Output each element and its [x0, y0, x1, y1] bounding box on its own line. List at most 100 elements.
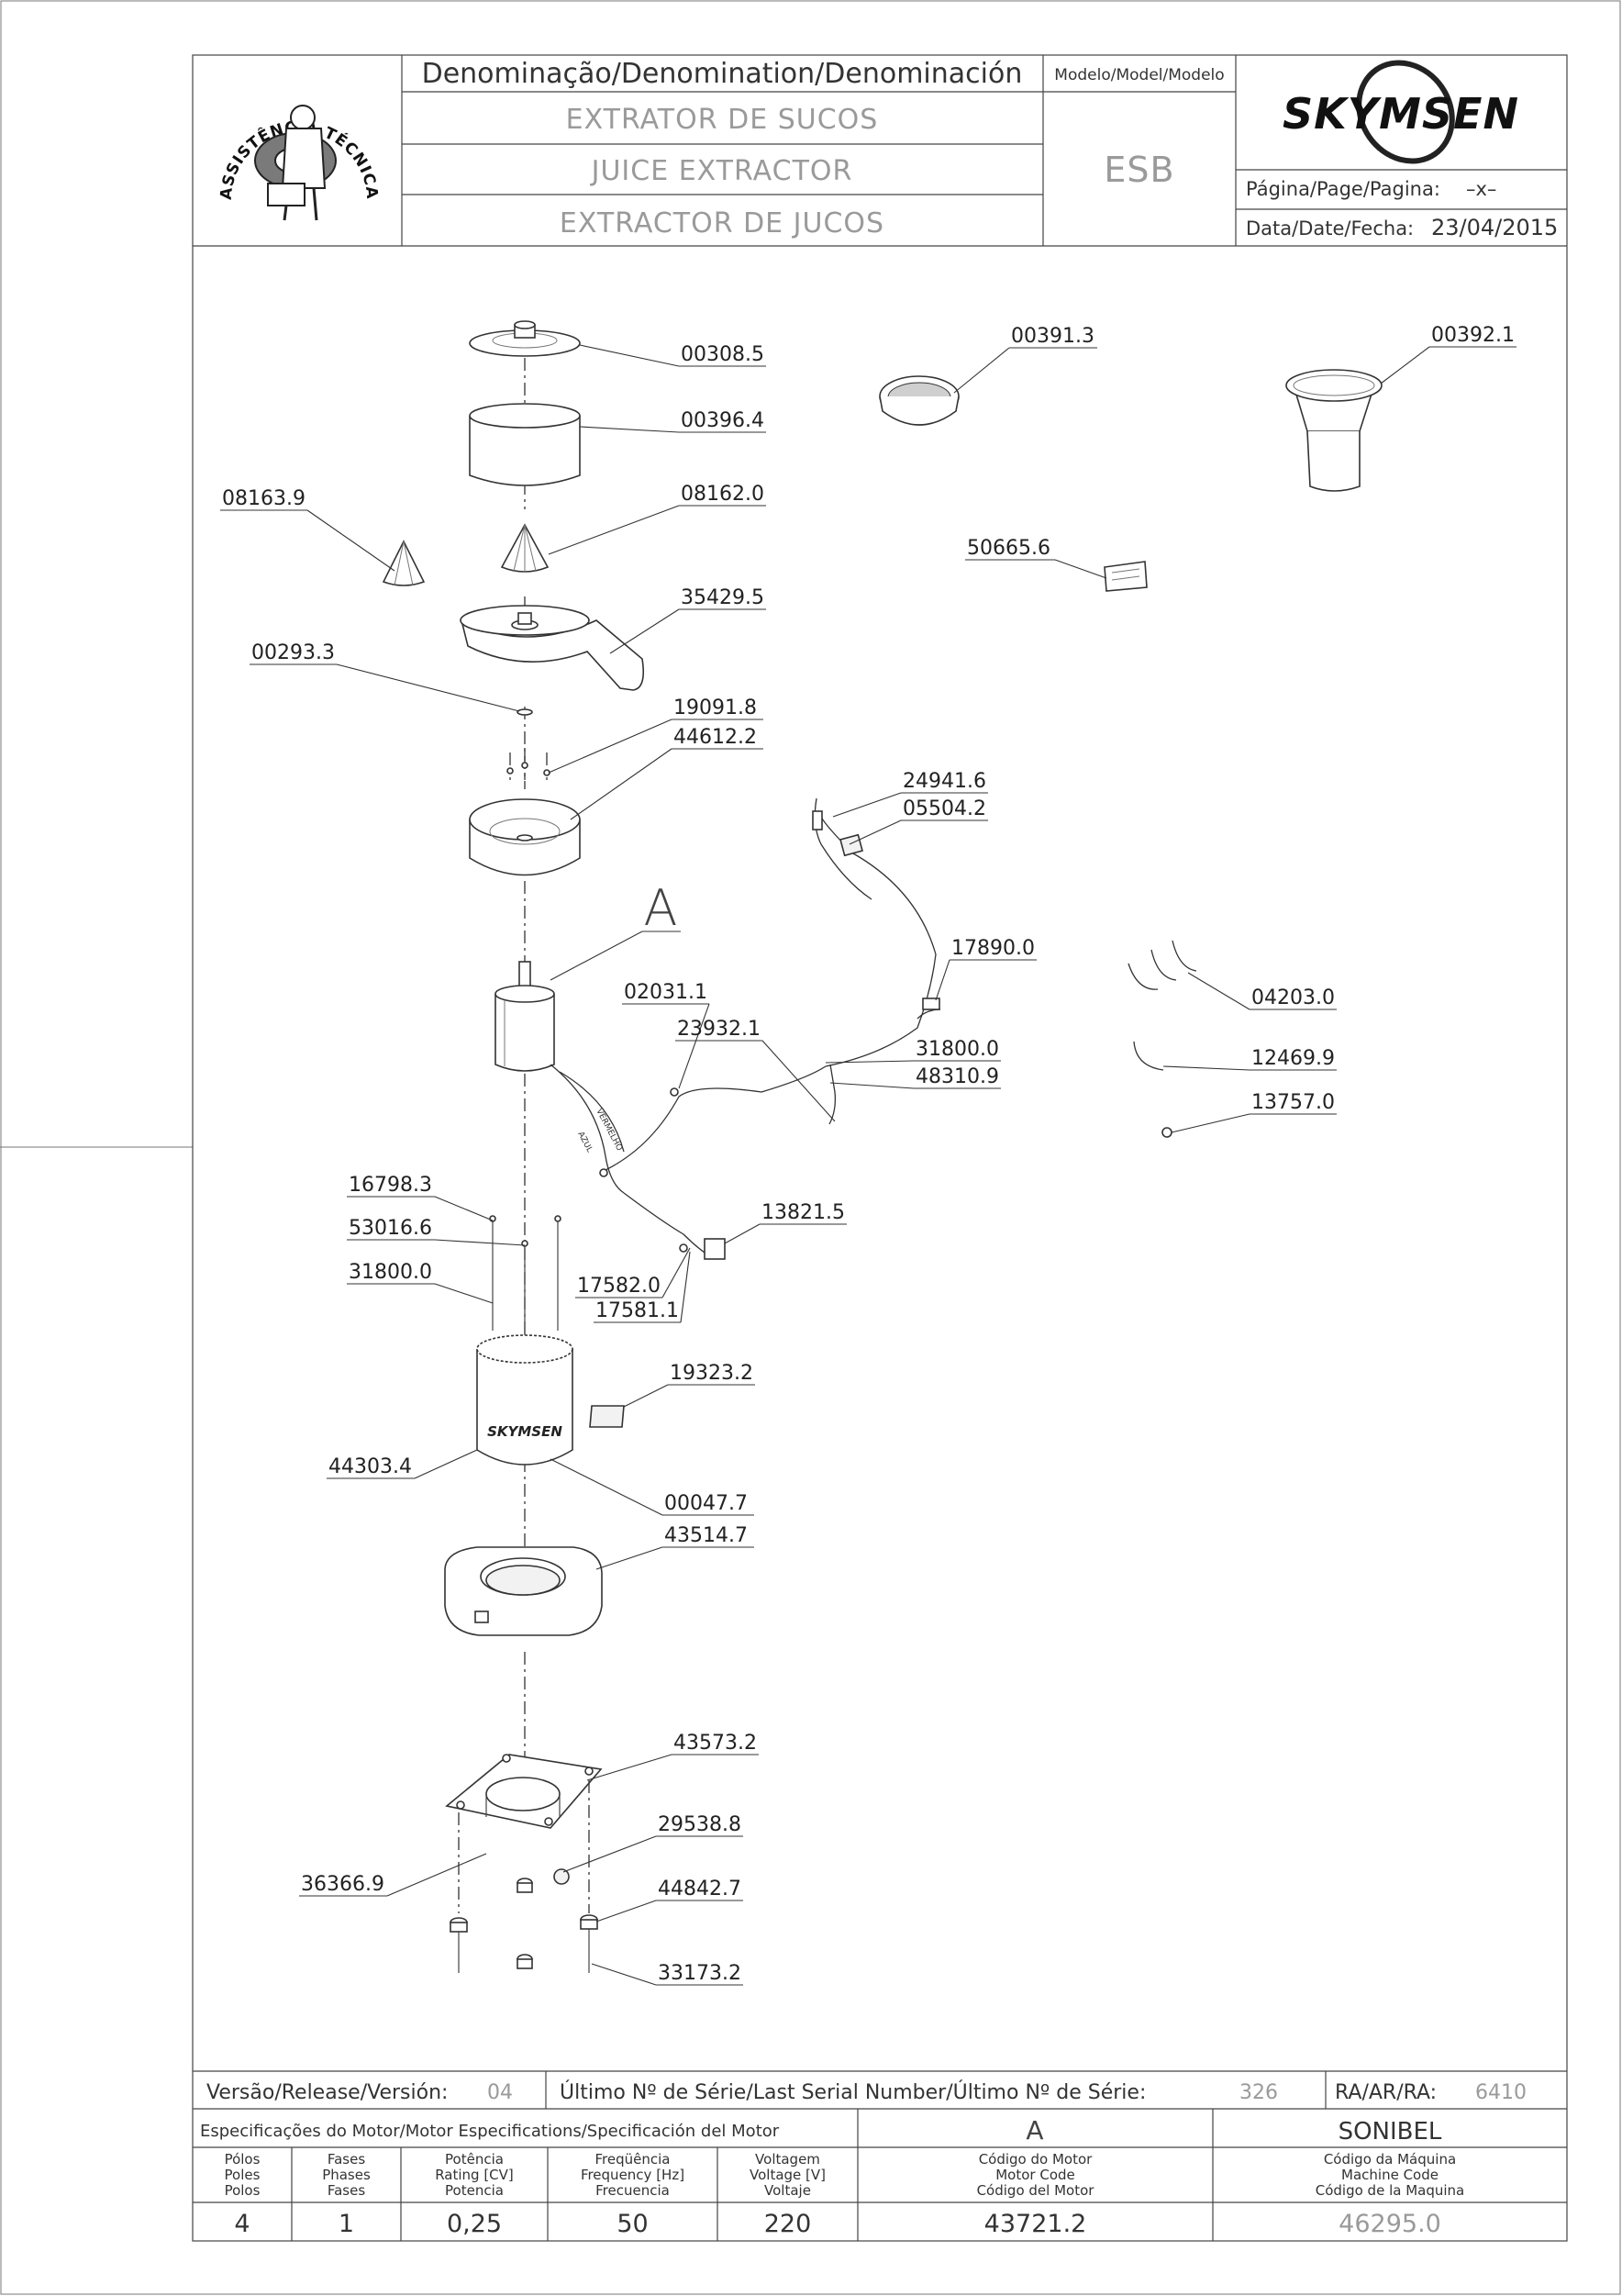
part-label-sticker	[589, 1405, 625, 1428]
spec-col-header: Machine Code	[1341, 2167, 1439, 2183]
page-value: –x–	[1466, 178, 1496, 200]
leader-line	[953, 347, 1010, 394]
spec-col-header: Phases	[322, 2167, 371, 2183]
part-label-17582-0: 17582.0	[577, 1275, 661, 1298]
part-label-53016-6: 53016.6	[349, 1217, 432, 1240]
spec-col-value: 220	[764, 2210, 812, 2238]
spec-col-value: 4	[234, 2210, 250, 2238]
spec-col-header: Frecuencia	[595, 2182, 670, 2199]
part-washer	[517, 708, 533, 716]
leader-line	[849, 819, 902, 845]
leader-line	[1162, 1065, 1250, 1071]
leader-line	[306, 509, 395, 572]
part-label-44842-7: 44842.7	[658, 1878, 741, 1900]
part-upper-housing	[469, 798, 581, 876]
leader-line	[829, 1082, 915, 1089]
part-label-31800-0: 31800.0	[349, 1261, 432, 1284]
leader-line	[434, 1283, 494, 1304]
part-label-44303-4: 44303.4	[328, 1455, 412, 1478]
part-clips	[1128, 940, 1197, 990]
serial-label: Último Nº de Série/Last Serial Number/Úl…	[560, 2080, 1146, 2104]
part-labels: 00308.500396.408162.008163.935429.500293…	[222, 324, 1515, 1985]
part-data-plate	[1104, 561, 1148, 592]
leader-line	[595, 1546, 663, 1570]
spec-col-header: Potência	[445, 2151, 504, 2168]
part-base-plate	[445, 1754, 603, 1829]
drawing-frame	[192, 54, 1568, 2242]
leader-line	[548, 505, 680, 555]
leader-line	[579, 426, 680, 433]
part-label-08162-0: 08162.0	[681, 483, 764, 506]
part-spout-bowl	[460, 605, 645, 691]
leader-line	[761, 1040, 836, 1122]
part-label-00293-3: 00293.3	[251, 641, 335, 664]
spec-col-header: Fases	[328, 2151, 365, 2168]
part-label-33173-2: 33173.2	[658, 1962, 741, 1985]
spec-col-header: Fases	[328, 2182, 365, 2199]
leader-line	[434, 1239, 526, 1246]
part-label-00047-7: 00047.7	[664, 1492, 748, 1515]
part-cup	[1285, 369, 1383, 492]
motor-manufacturer: SONIBEL	[1339, 2118, 1442, 2146]
wiring-harness: VERMELHO AZUL	[550, 797, 941, 1260]
part-label-50665-6: 50665.6	[967, 537, 1050, 560]
body-logo: SKYMSEN	[487, 1423, 562, 1440]
part-label-16798-3: 16798.3	[349, 1174, 432, 1197]
spec-col-header: Voltage [V]	[750, 2167, 826, 2183]
spec-col-header: Rating [CV]	[435, 2167, 514, 2183]
part-label-00396-4: 00396.4	[681, 409, 764, 432]
part-motor	[494, 961, 555, 1072]
spec-col-value: 43721.2	[984, 2210, 1087, 2238]
model-header: Modelo/Model/Modelo	[1054, 66, 1224, 84]
date-value: 23/04/2015	[1431, 215, 1558, 240]
part-label-13757-0: 13757.0	[1251, 1091, 1335, 1114]
skymsen-logo: SKYMSEN	[1283, 60, 1518, 164]
release-label: Versão/Release/Versión:	[206, 2081, 448, 2104]
spec-col-value: 46295.0	[1339, 2210, 1441, 2238]
part-label-17890-0: 17890.0	[951, 937, 1035, 960]
title-block: Denominação/Denomination/Denominación EX…	[0, 0, 1567, 247]
part-label-17581-1: 17581.1	[595, 1299, 679, 1322]
part-label-13821-5: 13821.5	[761, 1201, 845, 1224]
part-label-48310-9: 48310.9	[916, 1065, 999, 1088]
part-label-00392-1: 00392.1	[1431, 324, 1515, 347]
part-label-29538-8: 29538.8	[658, 1813, 741, 1836]
leader-line	[548, 719, 672, 774]
part-label-36366-9: 36366.9	[301, 1873, 384, 1896]
part-body-cylinder: SKYMSEN	[476, 1334, 573, 1466]
part-label-02031-1: 02031.1	[624, 981, 707, 1004]
leader-line	[434, 1196, 494, 1221]
callout-leaders	[220, 344, 1516, 1986]
part-lid	[469, 320, 581, 357]
part-label-43514-7: 43514.7	[664, 1524, 748, 1547]
spec-col-header: Pólos	[225, 2151, 261, 2168]
spec-col-header: Código da Máquina	[1324, 2151, 1456, 2168]
leader-line	[386, 1853, 487, 1897]
spec-col-header: Código del Motor	[977, 2182, 1095, 2199]
leader-line	[1171, 1113, 1250, 1133]
spec-col-header: Voltagem	[755, 2151, 820, 2168]
part-label-00308-5: 00308.5	[681, 343, 764, 366]
part-label-00391-3: 00391.3	[1011, 325, 1094, 348]
authorized-service-seal: ASSISTÊNCIA TÉCNICA AUTORIZADA	[0, 0, 380, 221]
part-label-43573-2: 43573.2	[673, 1732, 757, 1755]
motor-ref: A	[1026, 2115, 1043, 2146]
part-clip-single	[1133, 1041, 1164, 1071]
spec-col-header: Código de la Maquina	[1316, 2182, 1464, 2199]
spec-col-header: Frequency [Hz]	[581, 2167, 684, 2183]
spec-col-value: 0,25	[447, 2210, 502, 2238]
leader-line	[591, 1963, 657, 1986]
leader-line	[562, 1835, 657, 1873]
model-value: ESB	[1104, 150, 1174, 190]
date-label: Data/Date/Fecha:	[1246, 217, 1414, 240]
motor-spec-header: Especificações do Motor/Motor Especifica…	[200, 2122, 780, 2141]
part-label-08163-9: 08163.9	[222, 487, 306, 510]
name-es: EXTRACTOR DE JUCOS	[560, 207, 884, 240]
name-pt: EXTRATOR DE SUCOS	[566, 104, 879, 136]
part-strainer	[879, 375, 960, 426]
part-label-23932-1: 23932.1	[677, 1018, 761, 1041]
page-label: Página/Page/Pagina:	[1246, 178, 1440, 200]
leader-line	[623, 1384, 669, 1408]
